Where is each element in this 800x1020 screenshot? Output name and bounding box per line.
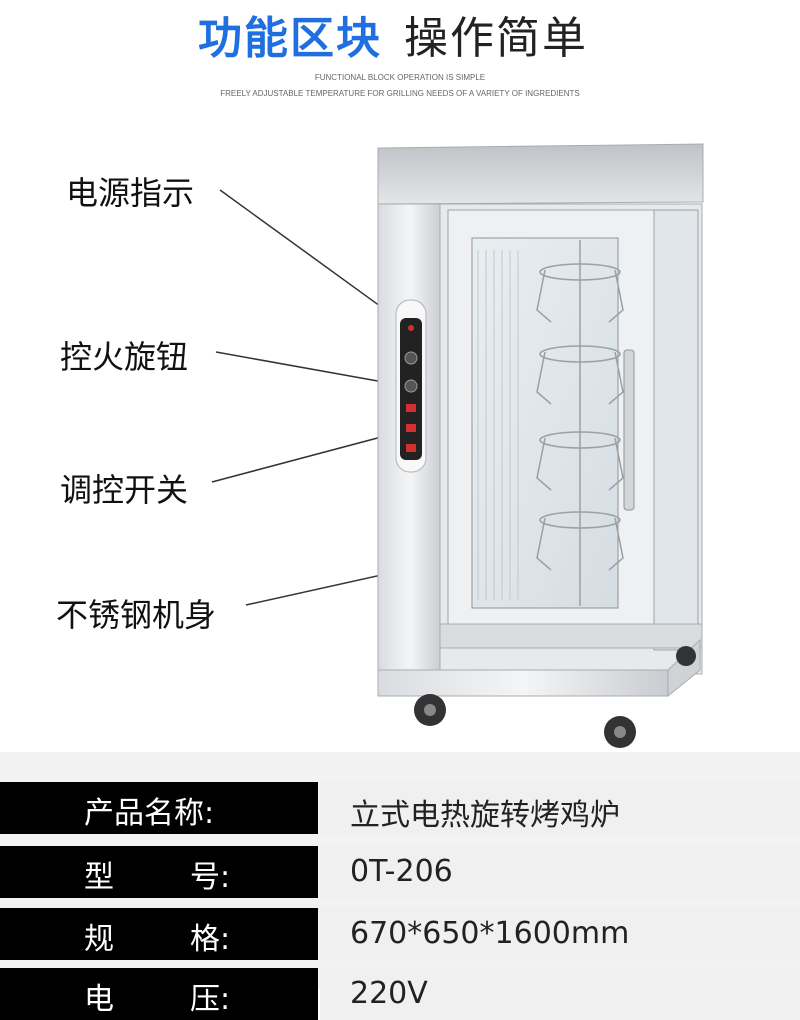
spec-key-label: 电 <box>84 982 114 1017</box>
spec-key-cell: 型 号: <box>0 846 318 898</box>
rotisserie-oven-image <box>377 143 704 748</box>
spec-table: 产品名称: 立式电热旋转烤鸡炉 型 号: 0T-206 规 格: 670*650… <box>0 752 800 1020</box>
spec-key-cell: 产品名称: <box>0 782 318 834</box>
callout-power-indicator: 电源指示 <box>66 174 195 212</box>
spec-row-name: 产品名称: 立式电热旋转烤鸡炉 <box>0 782 800 834</box>
leader-lines <box>211 189 405 606</box>
spec-value-cell: 0T-206 <box>320 846 800 898</box>
spec-value: 220V <box>350 976 428 1011</box>
leader-line-switch <box>211 431 401 483</box>
callout-fire-knob: 控火旋钮 <box>60 338 189 376</box>
spec-value-cell: 220V <box>320 968 800 1020</box>
spec-value: 立式电热旋转烤鸡炉 <box>350 798 620 833</box>
callout-control-switch: 调控开关 <box>60 471 189 509</box>
spec-value-cell: 670*650*1600mm <box>320 908 800 960</box>
spec-row-voltage: 电 压: 220V <box>0 968 800 1020</box>
callout-steel-body: 不锈钢机身 <box>56 596 217 634</box>
spec-row-size: 规 格: 670*650*1600mm <box>0 908 800 960</box>
spec-key-label-right: 压: <box>190 982 231 1017</box>
spec-value: 670*650*1600mm <box>350 916 630 951</box>
subtitle-line-2: FREELY ADJUSTABLE TEMPERATURE FOR GRILLI… <box>220 89 580 98</box>
spec-value: 0T-206 <box>350 854 453 889</box>
spec-row-model: 型 号: 0T-206 <box>0 846 800 898</box>
page-header: 功能区块 操作简单 <box>0 0 800 64</box>
spec-key-cell: 电 压: <box>0 968 318 1020</box>
spec-key-label-right: 号: <box>190 860 231 895</box>
spec-key-label: 规 <box>84 922 114 957</box>
leader-line-power <box>219 189 403 323</box>
spec-value-cell: 立式电热旋转烤鸡炉 <box>320 782 800 834</box>
title-highlight: 功能区块 <box>198 13 382 64</box>
subtitle-line-1: FUNCTIONAL BLOCK OPERATION IS SIMPLE <box>314 73 486 82</box>
spec-key-label-right: 格: <box>190 922 231 957</box>
title-rest: 操作简单 <box>404 13 588 64</box>
spec-key-label: 型 <box>84 860 114 895</box>
leader-line-knob <box>215 351 401 386</box>
spec-key-cell: 规 格: <box>0 908 318 960</box>
spec-key-label: 产品名称: <box>84 796 215 831</box>
